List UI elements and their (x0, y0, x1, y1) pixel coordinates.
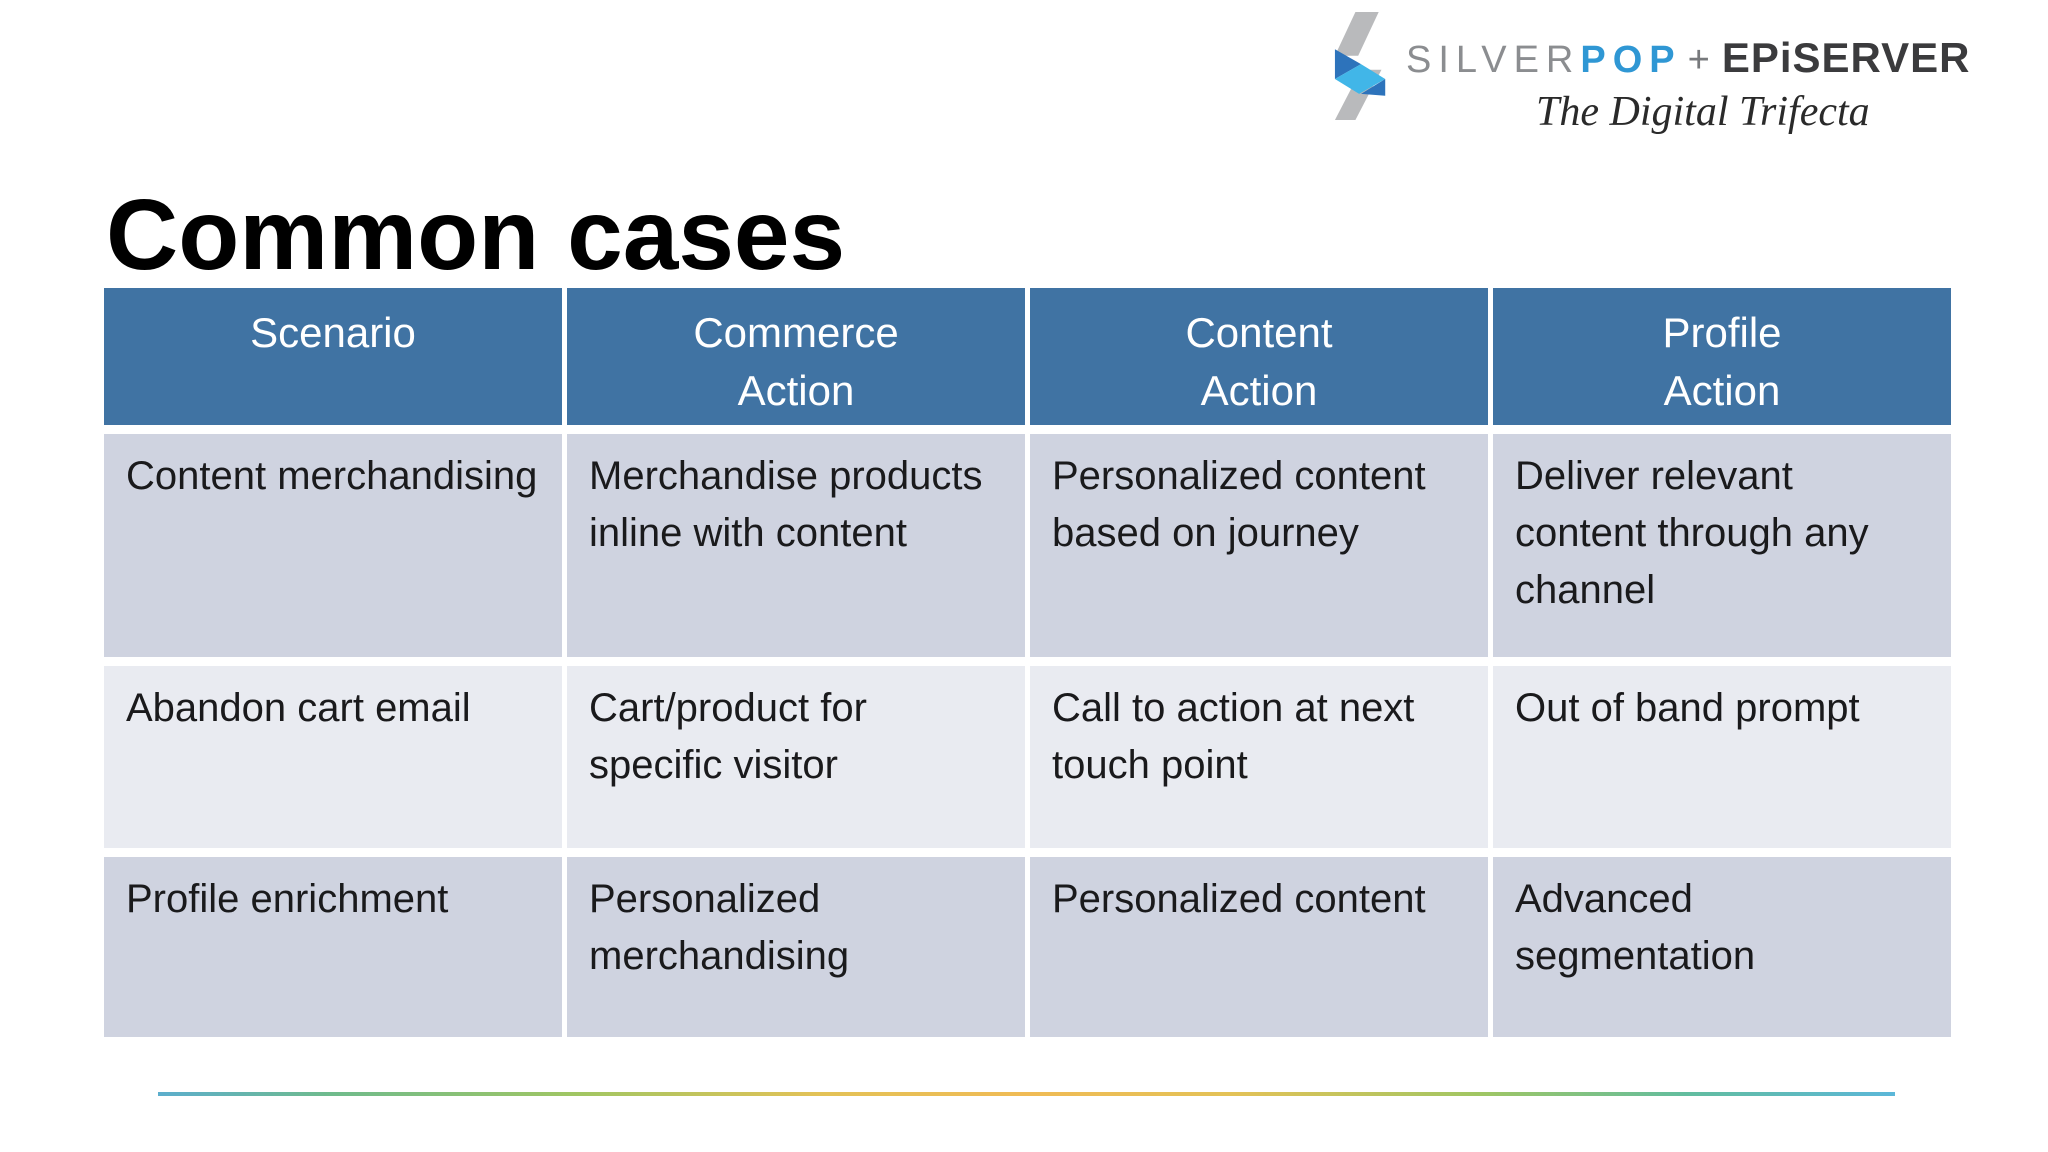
cell-commerce-action: Personalized merchandising (567, 857, 1025, 1037)
brand-silver-text: SILVER (1406, 39, 1581, 81)
cell-scenario: Content merchandising (104, 434, 562, 657)
header-line: Scenario (250, 309, 416, 356)
cell-profile-action: Deliver relevant content through any cha… (1493, 434, 1951, 657)
cell-scenario: Profile enrichment (104, 857, 562, 1037)
header-line: Action (737, 367, 855, 414)
page-title: Common cases (106, 179, 846, 291)
footer-gradient-divider (158, 1092, 1895, 1096)
brand-episerver-text: EPiSERVER (1721, 34, 1971, 81)
header-line: Action (1200, 367, 1318, 414)
table-row: Profile enrichment Personalized merchand… (104, 857, 1951, 1037)
cell-content-action: Personalized content based on journey (1030, 434, 1488, 657)
cell-content-action: Personalized content (1030, 857, 1488, 1037)
silverpop-s-mark-icon (1334, 12, 1386, 120)
header-line: Commerce (693, 309, 899, 356)
table-row: Abandon cart email Cart/product for spec… (104, 666, 1951, 848)
header-cell-scenario: Scenario (104, 288, 562, 425)
logo-tagline: The Digital Trifecta (1536, 89, 1870, 135)
cell-profile-action: Out of band prompt (1493, 666, 1951, 848)
cell-content-action: Call to action at next touch point (1030, 666, 1488, 848)
header-cell-commerce-action: Commerce Action (567, 288, 1025, 425)
table-header-row: Scenario Commerce Action Content Action … (104, 288, 1951, 425)
header-line: Content (1185, 309, 1333, 356)
brand-plus-sign: + (1687, 39, 1710, 81)
table-row: Content merchandising Merchandise produc… (104, 434, 1951, 657)
header-cell-content-action: Content Action (1030, 288, 1488, 425)
brand-pop-text: POP (1580, 39, 1682, 81)
cell-profile-action: Advanced segmentation (1493, 857, 1951, 1037)
header-line: Action (1663, 367, 1781, 414)
cell-commerce-action: Cart/product for specific visitor (567, 666, 1025, 848)
header-cell-profile-action: Profile Action (1493, 288, 1951, 425)
cell-commerce-action: Merchandise products inline with content (567, 434, 1025, 657)
common-cases-table: Scenario Commerce Action Content Action … (99, 279, 1956, 1046)
cell-scenario: Abandon cart email (104, 666, 562, 848)
header-line: Profile (1662, 309, 1782, 356)
